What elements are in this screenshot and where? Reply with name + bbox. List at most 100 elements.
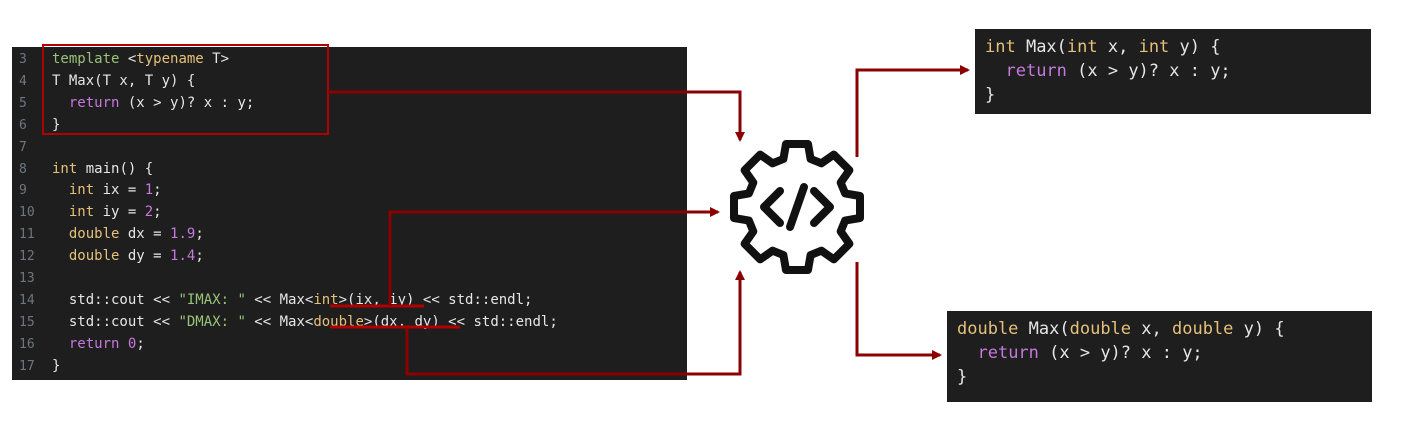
line-number: 13 — [19, 271, 35, 286]
code-line: 13 — [12, 268, 687, 289]
code-line: 7 — [12, 137, 687, 158]
line-number: 6 — [19, 117, 27, 133]
arrow-max-int-to-generator — [388, 207, 720, 306]
double-output-token: Max( — [1018, 319, 1070, 339]
code-text: template <typename T> — [52, 49, 229, 70]
code-token: T> — [203, 51, 230, 67]
line-number: 8 — [19, 161, 27, 177]
code-token: template — [52, 51, 128, 67]
line-number: 12 — [19, 249, 35, 265]
double-output-token: (x > y)? x : y; — [1038, 343, 1203, 363]
int-output-token: int — [1066, 37, 1098, 57]
gear-code-icon — [730, 140, 864, 274]
arrow-template-to-generator — [328, 90, 745, 142]
arrow-max-double-to-generator — [405, 270, 745, 376]
code-text: return 0; — [52, 334, 145, 355]
code-token: iy = — [94, 204, 145, 221]
code-token: 0 — [127, 335, 137, 352]
code-token: int — [313, 291, 339, 308]
code-line: 5 return (x > y)? x : y; — [12, 93, 687, 114]
code-token: << Max< — [245, 291, 314, 308]
code-text: double dy = 1.4; — [52, 246, 204, 267]
int-output-token: x, — [1097, 37, 1139, 57]
code-token: main() { — [77, 160, 154, 177]
code-token: << Max< — [245, 313, 314, 330]
line-number: 15 — [19, 314, 35, 330]
code-token: 2 — [144, 204, 154, 221]
int-output-token: y) { — [1169, 37, 1221, 57]
code-token: T Max(T x, T y) { — [52, 72, 196, 89]
code-token: < — [127, 51, 137, 67]
code-line: 6} — [12, 115, 687, 136]
code-line: 14 std::cout << "IMAX: " << Max<int>(ix,… — [12, 290, 687, 311]
arrow-generator-to-double-output — [855, 262, 942, 360]
code-token: dx = — [119, 226, 171, 243]
code-token: return — [68, 335, 120, 352]
code-text: T Max(T x, T y) { — [52, 71, 195, 92]
code-token: ; — [136, 335, 145, 352]
code-text: int main() { — [52, 159, 153, 180]
int-output-line: } — [985, 83, 995, 107]
code-token: } — [52, 357, 61, 374]
double-output-line: return (x > y)? x : y; — [957, 341, 1203, 365]
template-highlight-box — [42, 44, 329, 135]
code-text: } — [52, 356, 60, 377]
line-number: 9 — [19, 183, 27, 199]
line-number: 11 — [19, 227, 35, 243]
code-line: 17} — [12, 356, 687, 377]
line-number: 17 — [19, 358, 35, 374]
code-token: ; — [195, 226, 204, 243]
line-number: 16 — [19, 336, 35, 352]
int-output-line: return (x > y)? x : y; — [985, 59, 1231, 83]
code-token: dy = — [119, 248, 171, 265]
code-line: 8 int main() { — [12, 159, 687, 180]
code-line: 9 int ix = 1; — [12, 180, 687, 201]
code-token: int — [68, 204, 95, 221]
arrow-generator-to-int-output — [855, 65, 970, 157]
code-token: ; — [153, 204, 162, 221]
code-text: std::cout << "DMAX: " << Max<double>(dx,… — [52, 312, 558, 333]
int-output-line: int Max(int x, int y) { — [985, 35, 1220, 59]
int-output-token: (x > y)? x : y; — [1066, 61, 1231, 81]
line-number: 14 — [19, 292, 35, 308]
code-token: std::cout << — [52, 291, 179, 308]
code-token: ; — [195, 248, 204, 265]
code-line: 4 T Max(T x, T y) { — [12, 71, 687, 92]
code-token: 1.4 — [170, 248, 196, 265]
code-text: int iy = 2; — [52, 202, 162, 223]
code-token: >(ix, iy) << std::endl; — [338, 291, 533, 308]
int-output-token: return — [1005, 61, 1067, 81]
code-token: return — [68, 94, 120, 111]
double-output-token: double — [1171, 319, 1234, 339]
code-token: double — [68, 226, 120, 243]
double-output-line: } — [957, 365, 967, 389]
int-output-token: Max( — [1015, 37, 1067, 57]
code-token: double — [68, 248, 120, 265]
int-instantiation-code-panel: int Max(int x, int y) { return (x > y)? … — [975, 29, 1371, 114]
int-output-token: int — [1138, 37, 1170, 57]
double-output-token: } — [957, 367, 968, 387]
double-output-token: double — [957, 319, 1019, 339]
code-token: std::cout << — [52, 313, 179, 330]
code-token: "DMAX: " — [178, 313, 246, 330]
int-output-token: int — [985, 37, 1016, 57]
double-output-token: return — [977, 343, 1039, 363]
double-output-token: double — [1069, 319, 1132, 339]
code-text: double dx = 1.9; — [52, 224, 204, 245]
double-output-token: y) { — [1233, 319, 1285, 339]
code-text: return (x > y)? x : y; — [52, 93, 254, 114]
code-token: int — [52, 160, 78, 177]
double-output-line: double Max(double x, double y) { — [957, 317, 1285, 341]
code-text: int ix = 1; — [52, 180, 162, 201]
double-output-token: x, — [1131, 319, 1172, 339]
code-text: } — [52, 115, 60, 136]
code-token: 1 — [144, 182, 154, 199]
code-token: ix = — [94, 182, 145, 199]
code-token: int — [68, 182, 95, 199]
line-number: 4 — [19, 73, 27, 89]
int-output-token: } — [985, 85, 996, 105]
line-number: 10 — [19, 205, 35, 221]
code-line: 15 std::cout << "DMAX: " << Max<double>(… — [12, 312, 687, 333]
